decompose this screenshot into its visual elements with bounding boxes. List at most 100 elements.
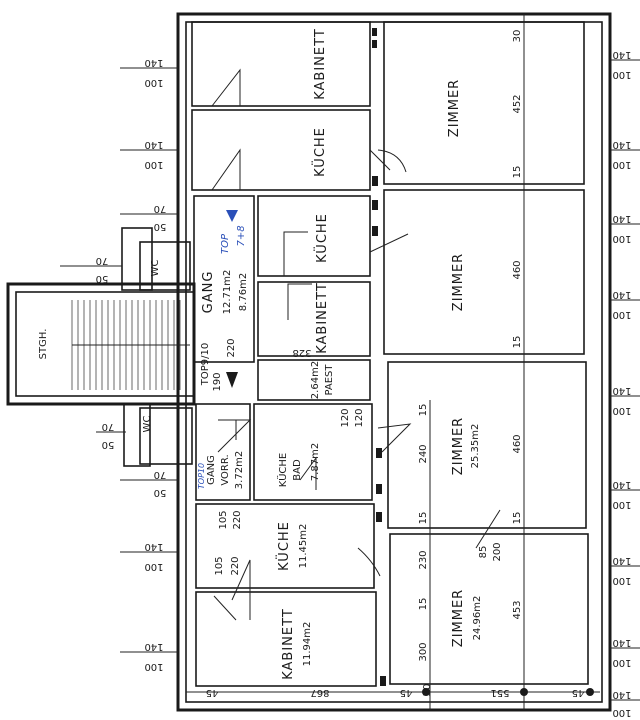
win-70-l4: 70 — [96, 255, 109, 266]
zimmer-3-area: 25.35m2 — [470, 424, 481, 469]
vorr-area: 3.72m2 — [234, 451, 245, 489]
dim-15-f: 15 — [418, 598, 429, 611]
dim-30-bottom: 30 — [422, 684, 433, 697]
dim-220-b: 220 — [232, 510, 243, 529]
door-markers — [372, 28, 594, 696]
dim-15-a: 15 — [512, 166, 523, 179]
win-50-l5: 50 — [102, 439, 115, 450]
win-70-l3: 70 — [154, 203, 167, 214]
dim-15-c: 15 — [512, 512, 523, 525]
dim-453: 453 — [512, 600, 523, 619]
win-100-l2: 100 — [144, 159, 163, 170]
room-stgh: STGH. — [38, 329, 49, 360]
win-70-l5: 70 — [102, 421, 115, 432]
room-zimmer-4: ZIMMER — [451, 589, 466, 647]
room-kueche-bottom: KÜCHE — [275, 521, 292, 571]
room-vorr: VORR. — [220, 454, 231, 485]
window-marks-left — [60, 67, 178, 653]
annotation-top-7-8-b: 7+8 — [236, 225, 247, 246]
dim-452: 452 — [512, 94, 523, 113]
dim-45-b: 45 — [400, 687, 413, 698]
room-kabinett-bottom: KABINETT — [281, 608, 296, 680]
annotation-top-7-8: TOP — [220, 233, 231, 254]
dim-220-c: 220 — [230, 556, 241, 575]
win-140-r8: 140 — [612, 637, 631, 648]
dim-328: 328 — [292, 347, 311, 358]
win-100-l7: 100 — [144, 561, 163, 572]
paest-area: 2.64m2 — [310, 361, 321, 399]
win-140-r4: 140 — [612, 289, 631, 300]
room-kueche-mid: KÜCHE — [313, 213, 330, 263]
win-70-l6: 70 — [154, 469, 167, 480]
win-50-l3: 50 — [154, 221, 167, 232]
dim-45-c: 45 — [572, 687, 585, 698]
win-140-l7: 140 — [144, 541, 163, 552]
dim-190: 190 — [212, 372, 223, 391]
dim-120-b: 120 — [354, 408, 365, 427]
room-bad: BAD — [292, 459, 303, 481]
kueche-bottom-area: 11.45m2 — [298, 524, 309, 569]
win-140-l8: 140 — [144, 641, 163, 652]
dim-105-b: 105 — [214, 556, 225, 575]
gang-area-2: 8.76m2 — [238, 273, 249, 311]
dim-45-a: 45 — [206, 687, 219, 698]
win-140-r6: 140 — [612, 479, 631, 490]
win-100-r6: 100 — [612, 499, 631, 510]
win-140-r9: 140 — [612, 689, 631, 700]
room-paest: PAEST — [324, 364, 335, 396]
room-kabinett-top: KABINETT — [313, 28, 328, 100]
win-100-l8: 100 — [144, 661, 163, 672]
annotation-top-9-10: TOP9/10 — [200, 343, 211, 386]
win-140-r5: 140 — [612, 385, 631, 396]
room-wc-top: WC — [150, 260, 161, 277]
dim-460-b: 460 — [512, 434, 523, 453]
interior-walls — [121, 21, 589, 687]
dim-460-a: 460 — [512, 260, 523, 279]
dim-867: 867 — [310, 687, 329, 698]
win-50-l4: 50 — [96, 273, 109, 284]
win-140-r1: 140 — [612, 49, 631, 60]
bad-area: 7.87m2 — [310, 443, 321, 481]
room-zimmer-1: ZIMMER — [447, 79, 462, 137]
dimension-chain-right — [186, 14, 600, 710]
dim-240: 240 — [418, 444, 429, 463]
room-gang-vorr: GANG — [206, 455, 217, 485]
win-50-l6: 50 — [154, 487, 167, 498]
win-100-l1: 100 — [144, 77, 163, 88]
win-100-r5: 100 — [612, 405, 631, 416]
dim-15-d: 15 — [418, 404, 429, 417]
annotation-top-10: TOP10 — [197, 463, 206, 489]
dim-230: 230 — [418, 550, 429, 569]
win-100-r4: 100 — [612, 309, 631, 320]
top-markers — [226, 210, 238, 388]
win-100-r1: 100 — [612, 69, 631, 80]
room-kabinett-mid: KABINETT — [315, 282, 330, 354]
window-marks-right — [610, 59, 640, 701]
kabinett-bottom-area: 11.94m2 — [302, 622, 313, 667]
dim-15-e: 15 — [418, 512, 429, 525]
room-kueche-bad-1: KÜCHE — [276, 453, 289, 487]
win-100-r9: 100 — [612, 707, 631, 718]
room-gang: GANG — [201, 271, 216, 314]
win-100-r7: 100 — [612, 575, 631, 586]
gang-area-1: 12.71m2 — [222, 270, 233, 315]
win-140-l2: 140 — [144, 139, 163, 150]
win-140-l1: 140 — [144, 57, 163, 68]
room-kueche-top: KÜCHE — [311, 127, 328, 177]
dim-551: 551 — [490, 687, 509, 698]
door-swings — [211, 68, 501, 621]
win-140-r7: 140 — [612, 555, 631, 566]
win-100-r3: 100 — [612, 233, 631, 244]
stair-treads — [71, 300, 190, 390]
dim-30-top: 30 — [512, 30, 523, 43]
room-zimmer-2: ZIMMER — [451, 253, 466, 311]
zimmer-4-area: 24.96m2 — [472, 596, 483, 641]
dim-85: 85 — [478, 546, 489, 559]
win-100-r2: 100 — [612, 159, 631, 170]
dim-120-a: 120 — [340, 408, 351, 427]
dim-200: 200 — [492, 542, 503, 561]
room-wc-bottom: WC — [142, 416, 153, 433]
dim-220-a: 220 — [226, 338, 237, 357]
dim-15-b: 15 — [512, 336, 523, 349]
